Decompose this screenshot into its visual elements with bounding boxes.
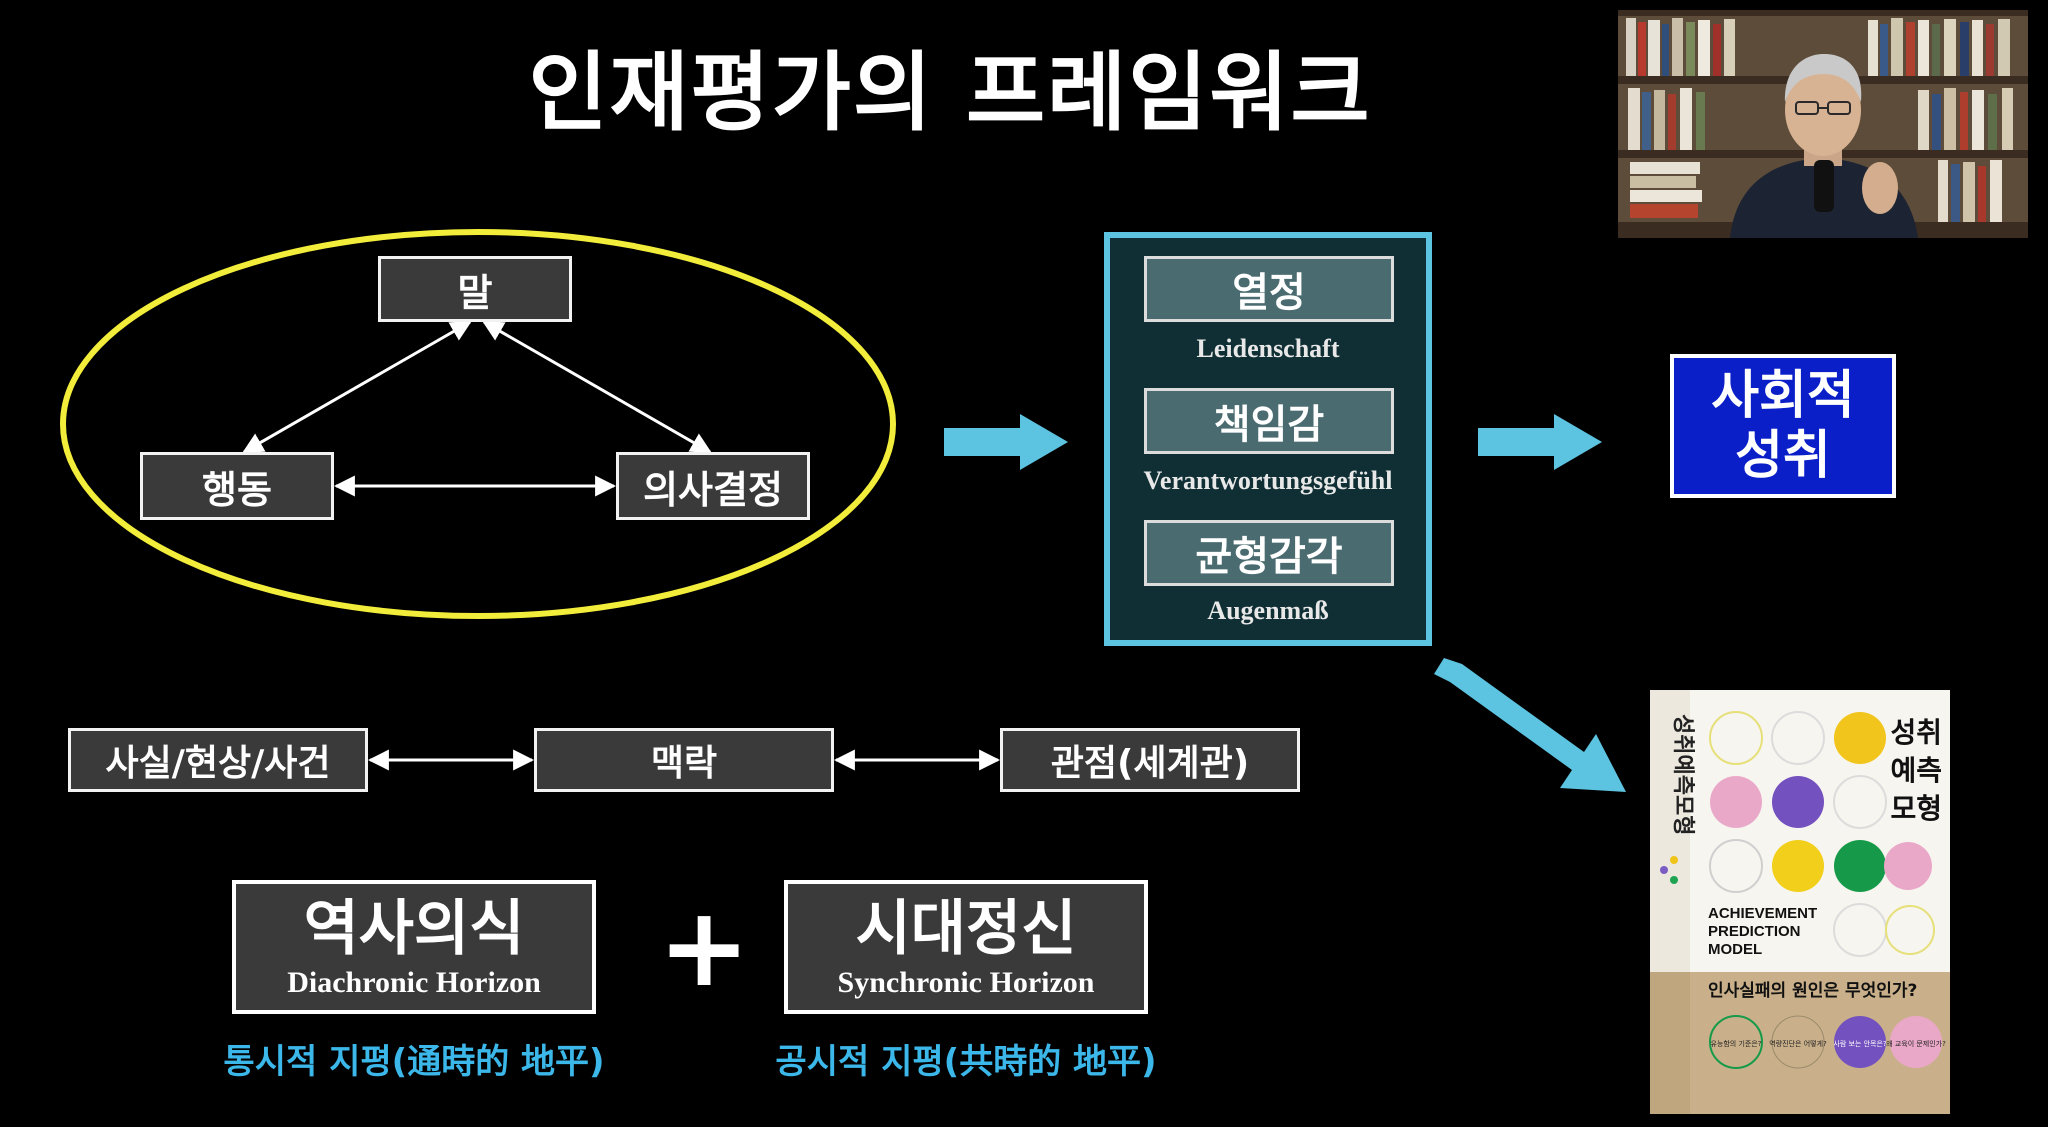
book-cover: 성취예측모형 성취 예측 모형 ACHIEVEMENT PREDICTION M… bbox=[1650, 690, 1950, 1114]
box-uisagyeoljeong: 의사결정 bbox=[616, 452, 810, 520]
arrow-mal-uisagyeoljeong bbox=[482, 320, 712, 454]
triangle-ellipse bbox=[60, 229, 896, 619]
box-zeitgeist: 시대정신 Synchronic Horizon bbox=[784, 880, 1148, 1014]
book-english-title-3: MODEL bbox=[1708, 941, 1762, 958]
virtue-passion-sub: Leidenschaft bbox=[1196, 334, 1340, 363]
book-cover-title-1: 성취 bbox=[1890, 716, 1942, 749]
result-line2: 성취 bbox=[1735, 426, 1831, 486]
virtues-panel: 열정 Leidenschaft 책임감 Verantwortungsgefühl… bbox=[1104, 232, 1432, 646]
blue-arrow-to-book bbox=[1434, 658, 1626, 792]
book-cover-title-2: 예측 bbox=[1890, 754, 1942, 787]
box-uisagyeoljeong-label: 의사결정 bbox=[643, 467, 783, 512]
zeitgeist-ko: 시대정신 bbox=[855, 894, 1077, 964]
speaker bbox=[1730, 54, 1918, 238]
box-haengdong-label: 행동 bbox=[202, 467, 272, 512]
arrow-mal-haengdong bbox=[242, 320, 472, 454]
box-fact: 사실/현상/사건 bbox=[68, 728, 368, 792]
blue-arrow-to-virtues bbox=[944, 414, 1068, 470]
caption-synchronic: 공시적 지평(共時的 地平) bbox=[775, 1042, 1157, 1082]
virtue-box-responsibility: 책임감 bbox=[1144, 388, 1394, 454]
webcam-video bbox=[1618, 10, 2028, 238]
book-cover-image: 성취예측모형 성취 예측 모형 ACHIEVEMENT PREDICTION M… bbox=[1650, 690, 1950, 1114]
virtue-balance-sub: Augenmaß bbox=[1207, 596, 1329, 625]
box-historical-consciousness: 역사의식 Diachronic Horizon bbox=[232, 880, 596, 1014]
box-mal-label: 말 bbox=[457, 270, 493, 315]
zeitgeist-en: Synchronic Horizon bbox=[837, 966, 1095, 999]
box-perspective: 관점(세계관) bbox=[1000, 728, 1300, 792]
book-spine-title: 성취예측모형 bbox=[1670, 714, 1695, 835]
plus-sign: + bbox=[658, 883, 751, 1011]
book-tagline: 인사실패의 원인은 무엇인가? bbox=[1708, 981, 1917, 1001]
book-badge-3: 사람 보는 안목은? bbox=[1833, 1039, 1887, 1048]
book-badge-4: 왜 교육이 문제인가? bbox=[1886, 1039, 1946, 1048]
book-dot-grid bbox=[1709, 711, 1935, 957]
book-english-title-1: ACHIEVEMENT bbox=[1708, 905, 1817, 922]
result-box-social-achievement: 사회적 성취 bbox=[1670, 354, 1896, 498]
result-line1: 사회적 bbox=[1711, 366, 1855, 426]
box-mal: 말 bbox=[378, 256, 572, 322]
historical-consciousness-en: Diachronic Horizon bbox=[287, 966, 541, 999]
box-context-label: 맥락 bbox=[650, 743, 718, 784]
book-badge-2: 역량진단은 어떻게? bbox=[1769, 1039, 1827, 1048]
book-badge-1: 유능함의 기준은? bbox=[1710, 1039, 1761, 1048]
book-cover-title-3: 모형 bbox=[1890, 792, 1942, 825]
box-haengdong: 행동 bbox=[140, 452, 334, 520]
virtue-responsibility-label: 책임감 bbox=[1213, 402, 1325, 448]
speaker-picture bbox=[1618, 10, 2028, 238]
virtue-box-passion: 열정 bbox=[1144, 256, 1394, 322]
virtue-passion-label: 열정 bbox=[1232, 270, 1306, 316]
box-fact-label: 사실/현상/사건 bbox=[105, 743, 331, 784]
virtue-box-balance: 균형감각 bbox=[1144, 520, 1394, 586]
blue-arrow-to-result bbox=[1478, 414, 1602, 470]
book-english-title-2: PREDICTION bbox=[1708, 923, 1801, 940]
box-perspective-label: 관점(세계관) bbox=[1050, 743, 1250, 784]
caption-diachronic: 통시적 지평(通時的 地平) bbox=[223, 1042, 605, 1082]
virtue-balance-label: 균형감각 bbox=[1195, 534, 1343, 580]
box-context: 맥락 bbox=[534, 728, 834, 792]
slide-title: 인재평가의 프레임워크 bbox=[528, 43, 1372, 143]
historical-consciousness-ko: 역사의식 bbox=[303, 894, 525, 964]
virtue-responsibility-sub: Verantwortungsgefühl bbox=[1143, 466, 1393, 495]
